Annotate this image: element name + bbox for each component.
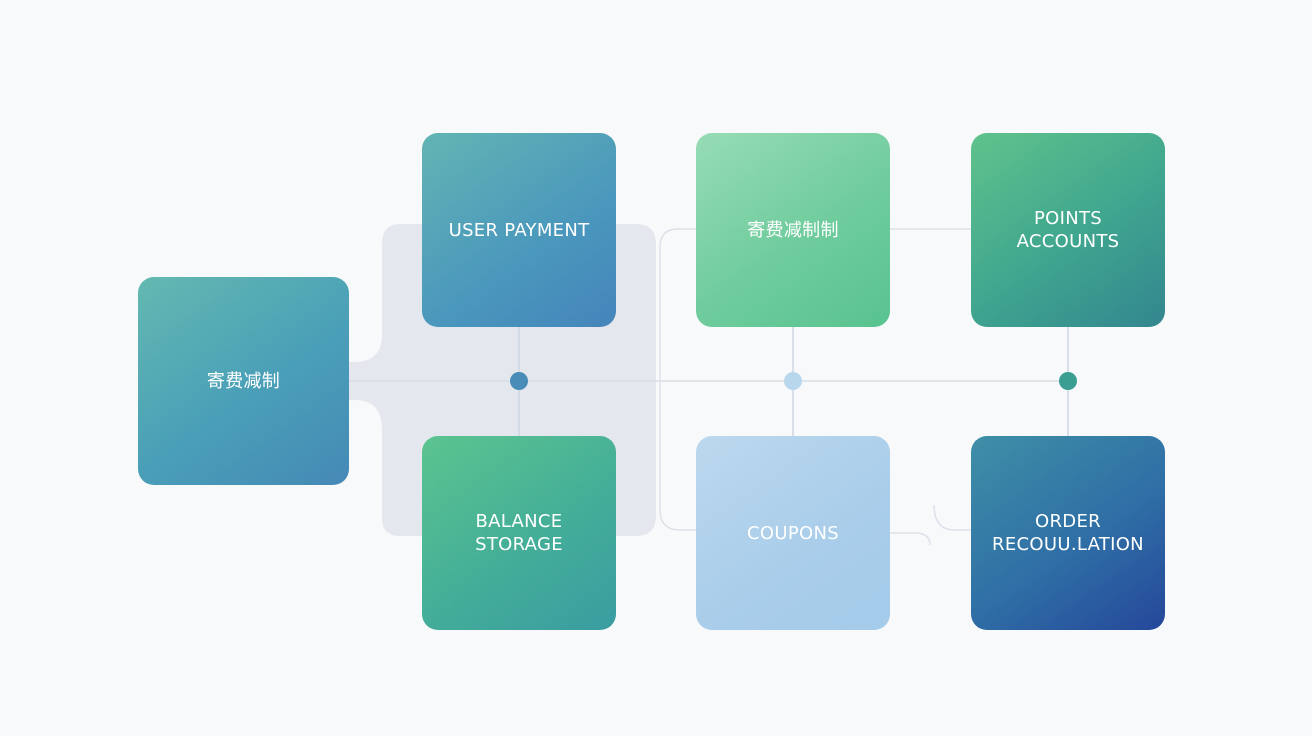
node-top-middle[interactable]: 寄费减制制	[696, 133, 890, 327]
node-coupons-label: COUPONS	[747, 522, 839, 544]
node-order-regulation-label: ORDER RECOUU.LATION	[992, 511, 1144, 555]
node-points-accounts-label: POINTS ACCOUNTS	[1016, 208, 1120, 252]
node-top-middle-label: 寄费减制制	[747, 219, 839, 241]
node-coupons[interactable]: COUPONS	[696, 436, 890, 630]
node-user-payment[interactable]: USER PAYMENT	[422, 133, 616, 327]
connector-bottom-bracket	[659, 381, 696, 531]
node-order-regulation[interactable]: ORDER RECOUU.LATION	[971, 436, 1165, 630]
node-user-payment-label: USER PAYMENT	[448, 219, 590, 241]
node-balance-storage-label: BALANCE STORAGE	[475, 511, 563, 555]
connector-bottom-right	[890, 532, 931, 546]
node-main[interactable]: 寄费减制	[138, 277, 349, 485]
node-main-label: 寄费减制	[206, 370, 281, 392]
junction-dot-right	[1059, 372, 1077, 390]
node-balance-storage[interactable]: BALANCE STORAGE	[422, 436, 616, 630]
connector-top-bracket	[659, 228, 696, 381]
junction-dot-left	[510, 372, 528, 390]
node-points-accounts[interactable]: POINTS ACCOUNTS	[971, 133, 1165, 327]
connector-order-left	[933, 504, 971, 531]
junction-dot-middle	[784, 372, 802, 390]
